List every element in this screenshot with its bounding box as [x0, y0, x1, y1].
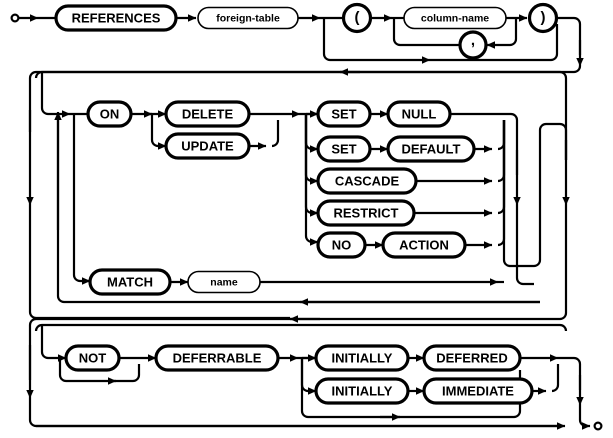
wire-initially-bypass-rejoin: [380, 370, 522, 419]
wire-action-inner-merge-rejoin: [502, 130, 542, 268]
node-set-default-set-label: SET: [331, 141, 356, 156]
node-update-label: UPDATE: [181, 138, 234, 153]
wire-action-merge-down: [510, 112, 519, 175]
node-action: ACTION: [381, 231, 467, 259]
wire-row3-merge-right: [558, 356, 582, 390]
wire-comma-loop-left: [392, 18, 460, 47]
wire-immediate-rejoin: [551, 364, 560, 393]
node-initially-deferred-initially: INITIALLY: [314, 344, 410, 372]
wire-to-match-branch: [72, 114, 91, 285]
wire-to-no-action: [304, 114, 319, 246]
node-not-label: NOT: [79, 350, 107, 365]
node-action-label: ACTION: [399, 237, 449, 252]
wire-not-bypass-rejoin: [110, 364, 141, 383]
wire-row2-left-rail: [28, 70, 360, 132]
wire-comma-loop-right: [486, 18, 518, 49]
end-terminal-dot: [593, 421, 603, 431]
node-cascade: CASCADE: [316, 167, 418, 195]
wire-to-restrict: [304, 114, 319, 217]
node-comma-label: ,: [471, 32, 475, 49]
node-name-label: name: [210, 276, 238, 288]
wire-row1-to-row2-return: [339, 65, 582, 76]
node-not: NOT: [64, 344, 121, 372]
node-update: UPDATE: [164, 132, 251, 160]
node-column-name-label: column-name: [421, 12, 489, 24]
wire-into-not: [40, 325, 67, 362]
wire-update-rejoin: [271, 120, 280, 148]
wire-repeat-bottom: [56, 295, 540, 304]
node-on-label: ON: [100, 106, 120, 121]
wire-row2-to-row3: [28, 317, 300, 380]
node-references-label: REFERENCES: [72, 10, 161, 25]
wire-not-bypass: [58, 358, 117, 385]
node-immediate: IMMEDIATE: [422, 377, 534, 405]
node-name: name: [187, 270, 261, 294]
node-no: NO: [316, 231, 367, 259]
node-no-label: NO: [332, 237, 352, 252]
node-comma-box: [458, 30, 488, 60]
wire-deferrable-group-bypass-bottom: [28, 398, 560, 428]
node-references: REFERENCES: [54, 4, 178, 32]
wire-initially-bypass: [300, 358, 401, 421]
wire-row2-exit-bottom: [300, 205, 568, 321]
node-on: ON: [86, 100, 133, 128]
node-deferred: DEFERRED: [422, 344, 522, 372]
wire-paren-group-bypass: [322, 18, 431, 64]
node-set-null-set: SET: [316, 100, 372, 128]
node-deferrable-label: DEFERRABLE: [173, 350, 262, 365]
node-set-default-set: SET: [316, 135, 372, 163]
node-cascade-label: CASCADE: [335, 173, 400, 188]
node-initially-immediate-initially: INITIALLY: [314, 377, 410, 405]
wire-to-update: [150, 114, 167, 150]
wire-paren-bypass-rejoin: [430, 24, 559, 62]
wire-to-set-default: [304, 114, 319, 153]
node-restrict-label: RESTRICT: [334, 205, 399, 220]
wire-action-exit-down: [515, 205, 534, 286]
node-foreign-table-label: foreign-table: [216, 12, 280, 24]
node-null: NULL: [386, 100, 452, 128]
node-comma: ,: [458, 30, 488, 60]
node-match-label: MATCH: [107, 274, 153, 289]
wire-row2-top-rail: [34, 70, 568, 100]
wire-into-on-branch: [40, 90, 71, 118]
node-initially-deferred-initially-label: INITIALLY: [332, 350, 393, 365]
node-rparen-label: ): [541, 9, 546, 26]
node-default-label: DEFAULT: [402, 141, 461, 156]
node-deferred-label: DEFERRED: [436, 350, 508, 365]
node-lparen-label: (: [355, 9, 360, 26]
node-foreign-table: foreign-table: [197, 6, 299, 30]
wire-rparen-to-row2: [556, 16, 582, 55]
wire-row3-top-rail: [34, 323, 568, 332]
node-set-null-set-label: SET: [331, 106, 356, 121]
wire-to-initially-immediate: [300, 358, 317, 395]
node-match: MATCH: [88, 268, 172, 296]
node-null-label: NULL: [402, 106, 437, 121]
node-delete-label: DELETE: [182, 106, 234, 121]
node-deferrable: DEFERRABLE: [154, 344, 280, 372]
start-terminal-dot: [10, 13, 20, 23]
node-initially-immediate-initially-label: INITIALLY: [332, 383, 393, 398]
node-delete: DELETE: [164, 100, 251, 128]
node-immediate-label: IMMEDIATE: [442, 383, 514, 398]
node-column-name: column-name: [403, 6, 507, 30]
node-restrict: RESTRICT: [316, 199, 416, 227]
node-default: DEFAULT: [386, 135, 476, 163]
wire-action-to-right-rail: [538, 122, 568, 160]
node-rparen: ): [527, 2, 559, 34]
wire-row3-to-end: [578, 405, 591, 430]
node-lparen: (: [341, 2, 373, 34]
